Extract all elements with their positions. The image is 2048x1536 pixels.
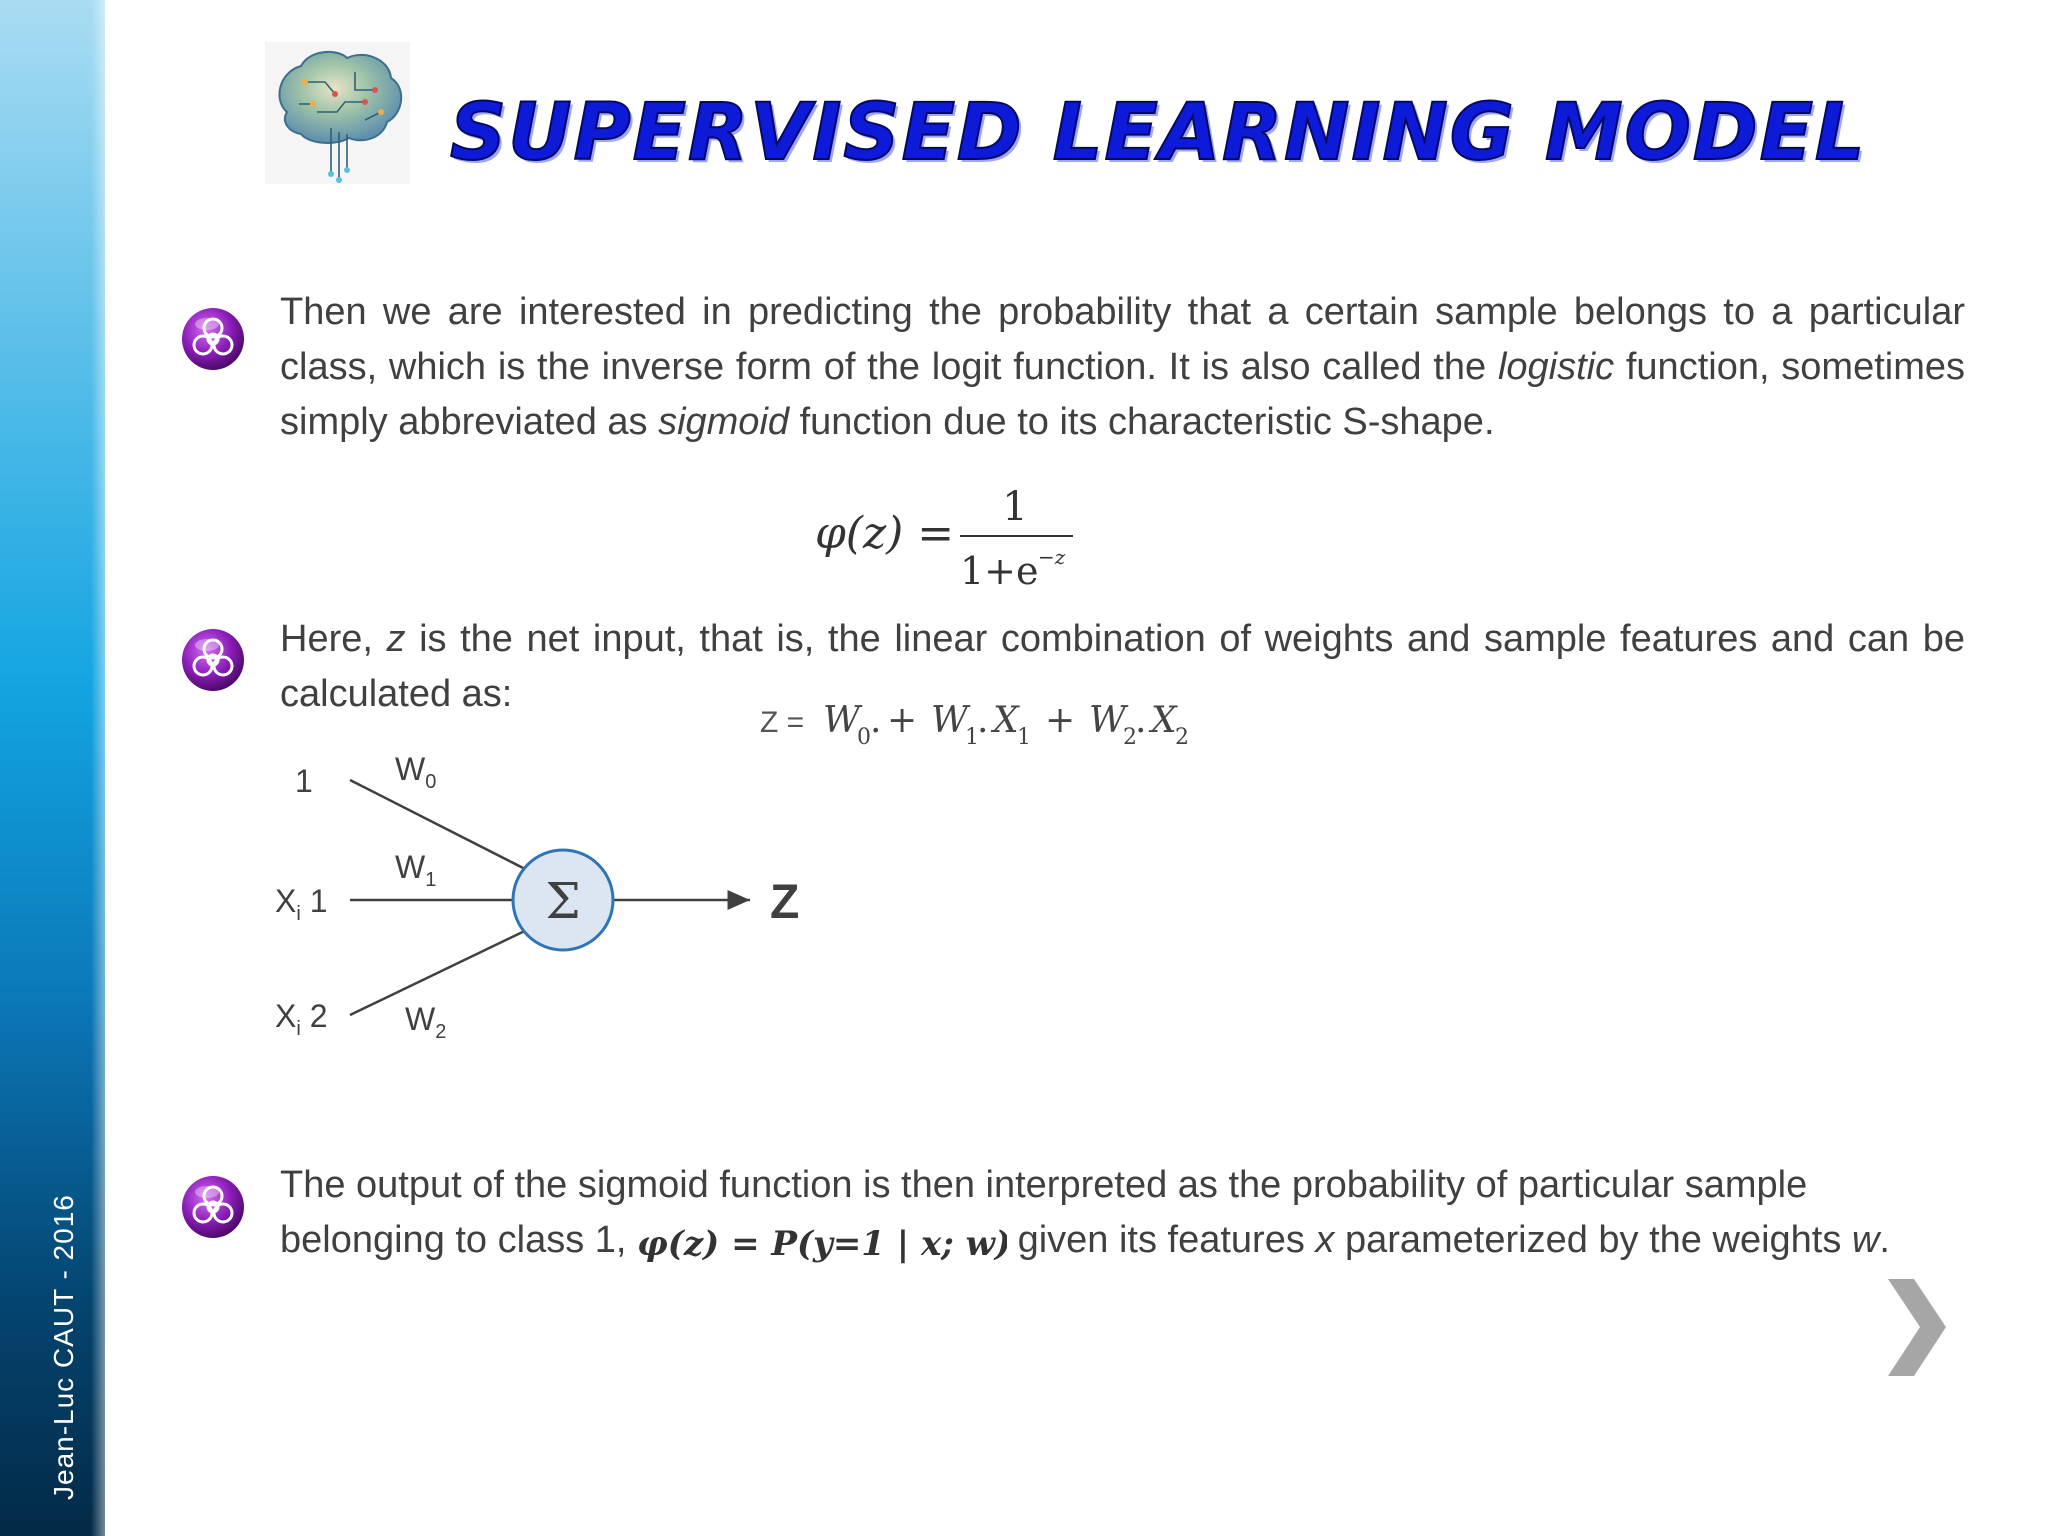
biohazard-icon: [182, 1176, 244, 1238]
svg-text:1: 1: [1017, 725, 1031, 750]
biohazard-icon: [182, 629, 244, 691]
edge-x2: [349, 925, 534, 1017]
biohazard-icon: [182, 308, 244, 370]
svg-text:+: +: [1045, 700, 1075, 741]
probability-formula: φ(z) = P(y=1 | x; w): [637, 1224, 1007, 1264]
svg-text:2: 2: [1123, 725, 1137, 750]
sigmoid-lhs: φ(z) =: [815, 508, 954, 559]
sigmoid-formula: φ(z) = 1 1+e −z: [815, 484, 1073, 593]
svg-text:W: W: [823, 700, 863, 741]
slide-title: SUPERVISED LEARNING MODEL: [449, 87, 1867, 179]
svg-text:+: +: [887, 700, 917, 741]
svg-text:.: .: [1135, 700, 1146, 741]
input-x1-label: Xi 1: [275, 883, 327, 925]
sum-symbol: Σ: [545, 872, 580, 930]
svg-text:W: W: [1089, 700, 1129, 741]
weight-1-label: W1: [395, 849, 436, 891]
svg-text:2: 2: [1175, 725, 1189, 750]
input-x2-label: Xi 2: [275, 998, 327, 1040]
author-credit: Jean-Luc CAUT - 2016: [48, 1194, 79, 1500]
weight-0-label: W0: [395, 751, 436, 793]
output-label: Z: [770, 876, 799, 929]
edge-bias: [349, 778, 534, 875]
svg-text:1: 1: [965, 725, 979, 750]
svg-text:X: X: [1148, 700, 1178, 741]
svg-text:0: 0: [857, 725, 871, 750]
paragraph-net-input: Here, z is the net input, that is, the l…: [280, 618, 1965, 715]
sigmoid-numerator: 1: [1002, 484, 1027, 530]
paragraph-logistic-definition: Then we are interested in predicting the…: [280, 291, 1966, 443]
svg-text:.: .: [977, 700, 988, 741]
sidebar-gradient: Jean-Luc CAUT - 2016: [0, 0, 105, 1536]
neuron-diagram: Σ 1 Xi 1 Xi 2 W0 W1 W2 Z: [275, 751, 799, 1043]
weight-2-label: W2: [405, 1001, 446, 1043]
svg-text:.: .: [870, 700, 881, 741]
circuit-brain-icon: [265, 42, 410, 184]
input-bias-label: 1: [295, 763, 313, 799]
svg-text:W: W: [931, 700, 971, 741]
paragraph-sigmoid-output: The output of the sigmoid function is th…: [280, 1158, 1965, 1268]
svg-text:X: X: [990, 700, 1020, 741]
sigmoid-exponent: −z: [1038, 545, 1066, 569]
net-input-formula: Z = W 0 . + W 1 . X 1 + W 2 . X 2: [760, 700, 1189, 750]
svg-text:φ(z) = P(y=1 | x; w): φ(z) = P(y=1 | x; w): [637, 1224, 1007, 1264]
chevron-right-icon[interactable]: [1880, 1275, 1950, 1380]
svg-text:Z =: Z =: [760, 706, 804, 739]
sigmoid-denominator: 1+e: [960, 549, 1039, 593]
summation-node: [511, 848, 615, 952]
